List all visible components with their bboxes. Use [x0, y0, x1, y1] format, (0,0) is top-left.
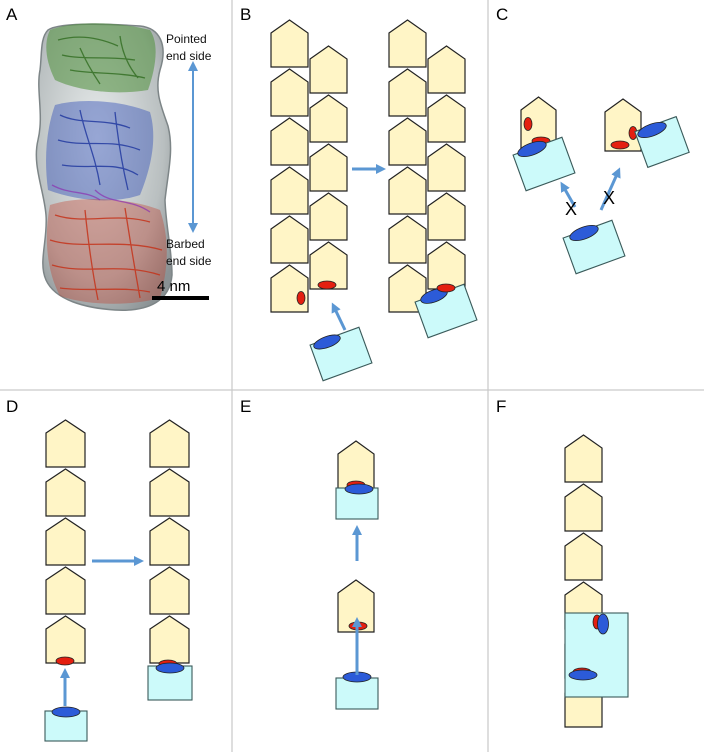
c1-red-site-a	[523, 117, 533, 131]
panel-a-letter: A	[6, 5, 18, 24]
panel-e-letter: E	[240, 397, 251, 416]
d-right-col-subunit-3	[149, 517, 190, 566]
b2-left-col-subunit-4	[388, 166, 427, 215]
b2-left-col-subunit-3	[388, 117, 427, 166]
b-right-col-subunit-4	[309, 192, 348, 241]
c-cross-mark-left: X	[565, 199, 577, 219]
c2-red-site-a	[610, 140, 630, 150]
b-right-col-subunit-5	[309, 241, 348, 290]
b2-red-site-bound	[436, 283, 456, 293]
d-left-col-subunit-2	[45, 468, 86, 517]
panel-d-letter: D	[6, 397, 18, 416]
b-left-col-subunit-2	[270, 68, 309, 117]
b-left-col-subunit-3	[270, 117, 309, 166]
b-binding-arrow	[331, 302, 347, 331]
d-blue-site	[51, 706, 81, 718]
e-top-blue-site	[344, 483, 374, 495]
b2-right-col-subunit-1	[427, 45, 466, 94]
d-red-site	[55, 656, 75, 666]
panel-c-letter: C	[496, 5, 508, 24]
panel-b-letter: B	[240, 5, 251, 24]
d-left-col-subunit-5	[45, 615, 86, 664]
d-bound-blue-site	[155, 662, 185, 674]
b-right-col-subunit-2	[309, 94, 348, 143]
pointed-end-label-1: Pointed	[166, 32, 207, 46]
f-col-subunit-2	[564, 483, 603, 532]
d-left-col-subunit-1	[45, 419, 86, 468]
scale-bar-label: 4 nm	[157, 278, 190, 295]
f-blue-site-bottom	[568, 669, 598, 681]
b-left-col-subunit-5	[270, 215, 309, 264]
b2-right-col-subunit-2	[427, 94, 466, 143]
e-top-subunit	[337, 440, 375, 494]
b-left-col-subunit-6	[270, 264, 309, 313]
b-left-col-subunit-4	[270, 166, 309, 215]
e-bottom-capping-block	[335, 677, 379, 710]
b2-left-col-subunit-1	[388, 19, 427, 68]
b2-right-col-subunit-5	[427, 241, 466, 290]
f-col-subunit-3	[564, 532, 603, 581]
barbed-end-label-2: end side	[166, 254, 212, 268]
d-left-col-subunit-3	[45, 517, 86, 566]
pointed-end-label-2: end side	[166, 49, 212, 63]
panel-a-density-map	[35, 23, 173, 311]
d-right-col-subunit-5	[149, 615, 190, 664]
panel-f-letter: F	[496, 397, 506, 416]
c-cross-mark-right: X	[603, 188, 615, 208]
b-right-col-subunit-3	[309, 143, 348, 192]
c-free-blue-site	[569, 224, 599, 242]
b2-right-col-subunit-4	[427, 192, 466, 241]
b-capping-block-free	[309, 326, 373, 382]
c-arrow-right	[599, 167, 621, 211]
b2-right-col-subunit-3	[427, 143, 466, 192]
c-arrow-left	[560, 181, 577, 208]
diagram-layer: XX	[44, 19, 690, 742]
b-left-col-subunit-1	[270, 19, 309, 68]
b2-left-col-subunit-5	[388, 215, 427, 264]
barbed-end-label-1: Barbed	[166, 237, 205, 251]
c1-blue-site	[517, 140, 547, 158]
b-right-col-subunit-1	[309, 45, 348, 94]
e-bottom-subunit	[337, 579, 375, 633]
c1-subunit	[520, 96, 557, 150]
d-right-col-subunit-4	[149, 566, 190, 615]
d-right-col-subunit-1	[149, 419, 190, 468]
d-left-col-subunit-4	[45, 566, 86, 615]
f-blue-site-side	[597, 613, 609, 635]
b-red-site-left	[296, 291, 306, 305]
b-blue-site-free	[313, 334, 341, 350]
c2-blue-site	[637, 121, 667, 139]
b-red-site-right	[317, 280, 337, 290]
d-right-col-subunit-2	[149, 468, 190, 517]
b2-left-col-subunit-2	[388, 68, 427, 117]
f-col-subunit-1	[564, 434, 603, 483]
